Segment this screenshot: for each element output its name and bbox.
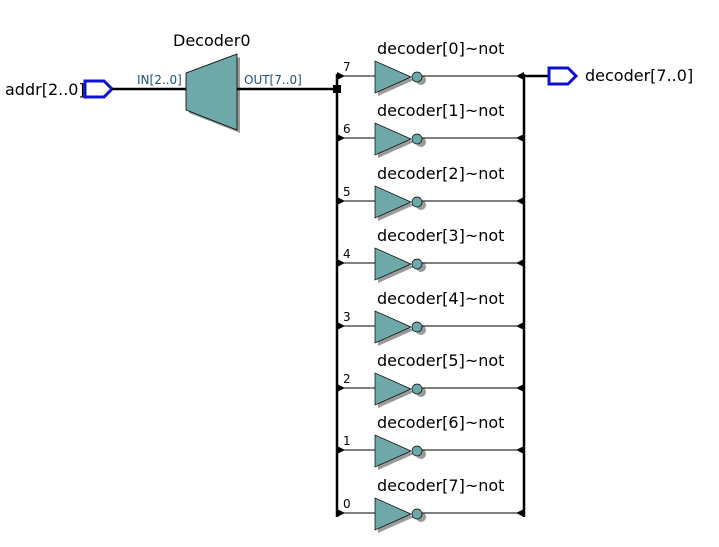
inverter-triangle [374, 434, 412, 468]
inverter-name-label: decoder[7]~not [377, 476, 504, 495]
inverter-row[interactable]: decoder[2]~not 5 [337, 164, 524, 221]
bus-merge-arrow [516, 259, 524, 267]
inverter-triangle [374, 310, 412, 344]
bus-merge-arrow [516, 134, 524, 142]
bit-index-label: 0 [343, 497, 351, 511]
inverter-triangle [374, 60, 412, 94]
bit-index-label: 1 [343, 434, 351, 448]
bus-merge-arrow [516, 72, 524, 80]
decoder-body [185, 53, 238, 131]
output-pin-label: decoder[7..0] [585, 66, 693, 85]
decoder-title: Decoder0 [173, 31, 251, 50]
bit-index-label: 5 [343, 185, 351, 199]
inverter-bubble [411, 321, 423, 333]
inverter-row[interactable]: decoder[4]~not 3 [337, 289, 524, 346]
bus-merge-arrow [516, 509, 524, 517]
bus-merge-arrow [516, 446, 524, 454]
bus-merge-arrow [516, 197, 524, 205]
inverter-name-label: decoder[3]~not [377, 226, 504, 245]
input-pin-addr[interactable]: addr[2..0] [5, 79, 115, 99]
bit-index-label: 2 [343, 372, 351, 386]
inverter-name-label: decoder[4]~not [377, 289, 504, 308]
decoder-in-port-label: IN[2..0] [137, 73, 182, 87]
inverter-triangle [374, 247, 412, 281]
inverter-bubble [411, 133, 423, 145]
inverter-row[interactable]: decoder[6]~not 1 [337, 413, 524, 470]
inverter-row[interactable]: decoder[0]~not 7 [337, 39, 524, 96]
inverter-name-label: decoder[1]~not [377, 101, 504, 120]
inverter-triangle [374, 185, 412, 219]
inverter-triangle [374, 497, 412, 531]
inverter-name-label: decoder[6]~not [377, 413, 504, 432]
input-pin-symbol [83, 79, 115, 99]
bus-merge-arrow [516, 384, 524, 392]
inverter-row[interactable]: decoder[7]~not 0 [337, 476, 524, 533]
inverter-row[interactable]: decoder[3]~not 4 [337, 226, 524, 283]
inverter-row[interactable]: decoder[5]~not 2 [337, 351, 524, 408]
inverter-name-label: decoder[5]~not [377, 351, 504, 370]
decoder-block[interactable]: Decoder0 IN[2..0] OUT[7..0] [137, 31, 302, 133]
inverter-bubble [411, 383, 423, 395]
inverter-group: decoder[0]~not 7 decoder[1]~not 6 decoder[2]… [337, 39, 524, 533]
inverter-bubble [411, 445, 423, 457]
inverter-row[interactable]: decoder[1]~not 6 [337, 101, 524, 158]
input-pin-label: addr[2..0] [5, 80, 85, 99]
bit-index-label: 6 [343, 122, 351, 136]
inverter-triangle [374, 122, 412, 156]
inverter-name-label: decoder[0]~not [377, 39, 504, 58]
inverter-bubble [411, 508, 423, 520]
bit-index-label: 3 [343, 310, 351, 324]
output-pin-symbol [547, 66, 579, 86]
bus-merge-arrow [516, 322, 524, 330]
inverter-bubble [411, 258, 423, 270]
bit-index-label: 7 [343, 60, 351, 74]
bit-index-label: 4 [343, 247, 351, 261]
inverter-name-label: decoder[2]~not [377, 164, 504, 183]
decoder-out-port-label: OUT[7..0] [244, 73, 302, 87]
inverter-bubble [411, 196, 423, 208]
output-pin-decoder[interactable]: decoder[7..0] [547, 66, 693, 86]
inverter-triangle [374, 372, 412, 406]
inverter-bubble [411, 71, 423, 83]
